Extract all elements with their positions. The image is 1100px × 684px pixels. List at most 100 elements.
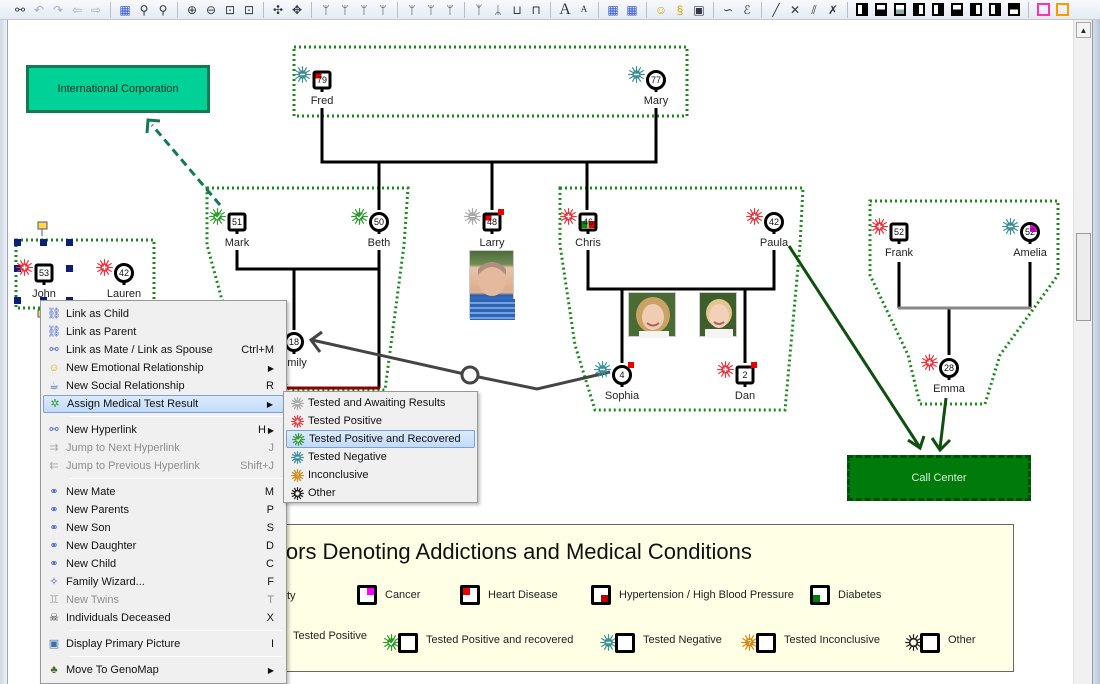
fill-8-icon[interactable] — [987, 2, 1003, 18]
family-2-icon[interactable]: ᛘ — [427, 2, 435, 17]
line-4-icon[interactable]: ✗ — [827, 2, 839, 17]
center-icon[interactable]: ✥ — [291, 2, 303, 17]
menu-item-move-to-genomap[interactable]: ♣Move To GenoMap▶ — [43, 661, 284, 679]
submenu-item-tested-positive[interactable]: Tested Positive — [286, 412, 475, 430]
photo-sophia[interactable] — [628, 292, 676, 338]
connect-1-icon[interactable]: ᛉ — [475, 2, 483, 17]
vertical-scrollbar[interactable]: ▲ — [1073, 20, 1092, 684]
fill-5-icon[interactable] — [930, 2, 946, 18]
line-1-icon[interactable]: ╱ — [772, 2, 780, 17]
forward-icon[interactable]: ⇨ — [90, 2, 102, 17]
grid-1-icon[interactable]: ▦ — [607, 2, 619, 17]
submenu-item-tested-positive-and-recovered[interactable]: Tested Positive and Recovered — [286, 430, 475, 448]
fill-4-icon[interactable] — [911, 2, 927, 18]
layout-icon[interactable]: ✣ — [272, 2, 284, 17]
line-2-icon[interactable]: ✕ — [789, 2, 801, 17]
font-larger-icon[interactable]: A — [559, 0, 571, 18]
submenu-item-tested-negative[interactable]: Tested Negative — [286, 448, 475, 466]
undo-icon[interactable]: ↶ — [33, 2, 45, 17]
zoom-out-icon[interactable]: ⊖ — [205, 2, 217, 17]
menu-item-link-as-child[interactable]: ⛓Link as Child — [43, 305, 284, 323]
menu-item-new-emotional-relationship[interactable]: ☺New Emotional Relationship▶ — [43, 359, 284, 377]
zoom-in-icon[interactable]: ⊕ — [186, 2, 198, 17]
frame-pink-icon[interactable] — [1035, 2, 1051, 18]
fill-7-icon[interactable] — [968, 2, 984, 18]
menu-item-assign-medical-test-result[interactable]: ✲Assign Medical Test Result▶ — [43, 395, 284, 413]
photo-dan[interactable] — [699, 292, 737, 338]
find-relative-icon[interactable]: ⚲ — [158, 2, 168, 17]
connect-3-icon[interactable]: ⊔ — [512, 2, 522, 17]
fill-3-icon[interactable] — [892, 2, 908, 18]
zoom-fit-icon[interactable]: ⊡ — [224, 2, 236, 17]
submenu-item-inconclusive[interactable]: ?Inconclusive — [286, 466, 475, 484]
picture-icon[interactable]: ▣ — [693, 2, 705, 17]
menu-item-shortcut: J — [268, 442, 275, 454]
menu-item-link-as-parent[interactable]: ⛓Link as Parent — [43, 323, 284, 341]
photo-larry[interactable] — [469, 250, 515, 320]
social-relationship-node[interactable] — [460, 365, 480, 385]
submenu-item-tested-and-awaiting-results[interactable]: Tested and Awaiting Results — [286, 394, 475, 412]
table-icon[interactable]: ▦ — [119, 2, 131, 17]
line-3-icon[interactable]: ⫽ — [811, 2, 817, 17]
family-3-icon[interactable]: ᛘ — [446, 2, 454, 17]
fill-2-icon[interactable] — [873, 2, 889, 18]
fill-9-icon[interactable] — [1006, 2, 1022, 18]
org-box-call-center[interactable]: Call Center — [847, 455, 1031, 501]
zoom-selection-icon[interactable]: ⊡ — [243, 2, 255, 17]
scroll-icon[interactable]: § — [676, 2, 684, 17]
scroll-thumb[interactable] — [1076, 233, 1091, 321]
connect-2-icon[interactable]: ᛦ — [494, 2, 502, 17]
family-1-icon[interactable]: ᛘ — [408, 2, 416, 17]
fill-6-icon[interactable] — [949, 2, 965, 18]
menu-item-family-wizard[interactable]: ✧Family Wizard...F — [43, 573, 284, 591]
submenu-item-other[interactable]: Other — [286, 484, 475, 502]
tree-layout-2-icon[interactable]: ᛘ — [341, 2, 349, 17]
font-smaller-icon[interactable]: A — [580, 4, 588, 14]
tree-layout-1-icon[interactable]: ᛘ — [322, 2, 330, 17]
back-icon[interactable]: ⇦ — [71, 2, 83, 17]
wave-1-icon[interactable]: ∽ — [722, 2, 734, 17]
wave-2-icon[interactable]: ℰ — [743, 2, 751, 17]
fill-1-icon[interactable] — [854, 2, 870, 18]
menu-separator — [69, 416, 283, 417]
link-icon[interactable]: ⚯ — [14, 2, 26, 17]
frame-orange-icon[interactable] — [1054, 2, 1070, 18]
tree-layout-3-icon[interactable]: ᛘ — [360, 2, 368, 17]
connect-4-icon[interactable]: ⊓ — [531, 2, 541, 17]
tree-layout-4-icon[interactable]: ᛘ — [379, 2, 387, 17]
org-box-international-corporation[interactable]: International Corporation — [26, 65, 210, 113]
find-icon[interactable]: ⚲ — [139, 2, 149, 17]
redo-icon[interactable]: ↷ — [52, 2, 64, 17]
emoji-icon[interactable]: ☺ — [654, 2, 668, 17]
grid-2-icon[interactable]: ▦ — [626, 2, 638, 17]
scroll-up-button[interactable]: ▲ — [1076, 22, 1091, 38]
